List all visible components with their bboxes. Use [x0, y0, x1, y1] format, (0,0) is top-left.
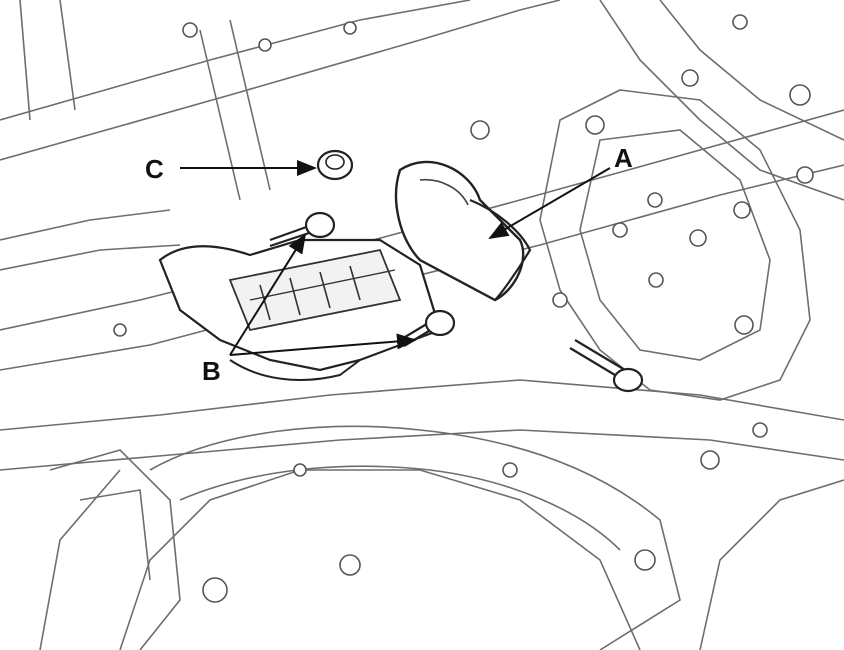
leader-b-1 — [229, 233, 307, 356]
mount-bracket — [158, 238, 442, 381]
heat-shield — [394, 160, 532, 302]
leader-lines — [180, 160, 611, 356]
leader-b-2 — [229, 333, 417, 356]
mounting-holes — [113, 14, 814, 603]
nut-c — [316, 149, 354, 181]
long-bolt — [569, 339, 644, 393]
callout-label-c: C — [145, 154, 164, 184]
callout-label-a: A — [614, 143, 633, 173]
callout-label-b: B — [202, 356, 221, 386]
leader-a — [488, 167, 611, 240]
